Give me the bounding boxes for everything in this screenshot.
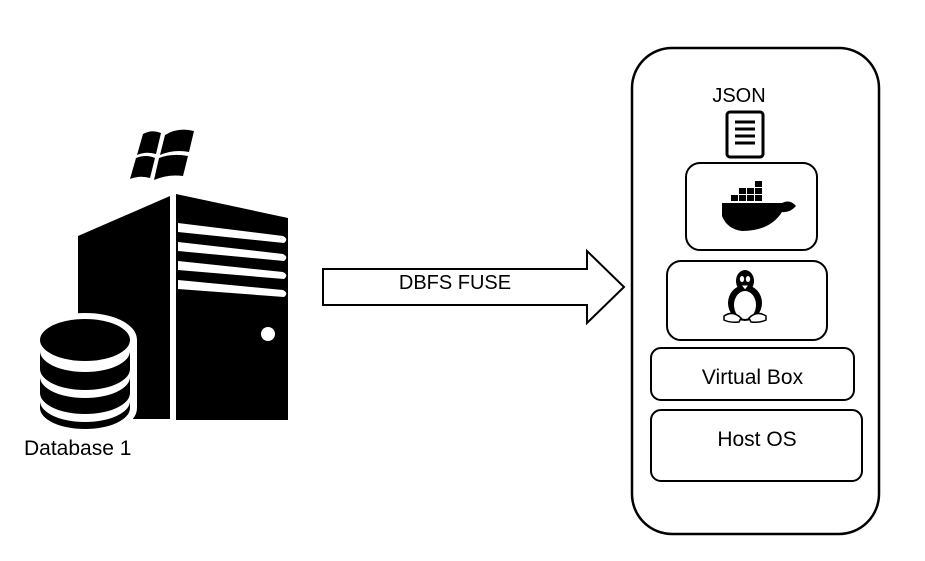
server-tower-icon xyxy=(78,194,288,420)
linux-tux-icon xyxy=(723,270,767,323)
docker-whale-icon xyxy=(722,181,796,231)
dbfs-fuse-label: DBFS FUSE xyxy=(398,272,512,294)
json-document-icon xyxy=(725,110,765,159)
dbfs-fuse-arrow xyxy=(322,248,626,326)
virtualbox-label: Virtual Box xyxy=(701,366,804,389)
database-label: Database 1 xyxy=(24,437,132,460)
virtualbox-layer-box xyxy=(650,347,855,401)
host-os-label: Host OS xyxy=(717,428,797,451)
database-icon xyxy=(33,313,137,435)
json-label: JSON xyxy=(712,85,766,107)
host-os-layer-box xyxy=(650,409,863,482)
windows-logo-icon xyxy=(130,129,194,180)
